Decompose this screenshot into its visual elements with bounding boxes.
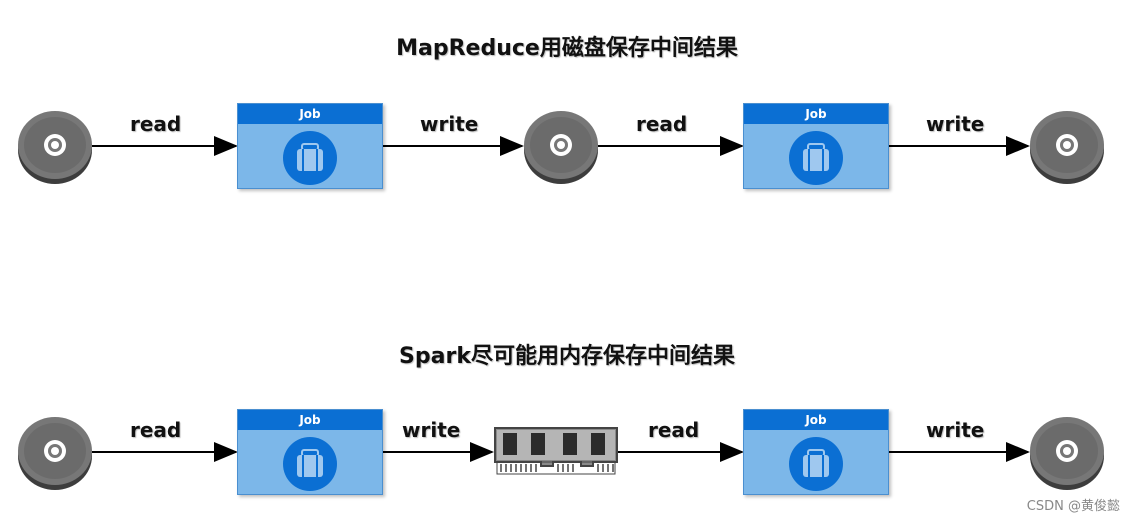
disk-icon [18, 417, 92, 490]
label-write: write [420, 112, 479, 136]
label-write: write [926, 112, 985, 136]
job-box: Job [237, 409, 383, 495]
briefcase-icon [789, 131, 843, 185]
job-box: Job [743, 103, 889, 189]
watermark: CSDN @黄俊懿 [1026, 499, 1120, 514]
mapreduce-title: MapReduce用磁盘保存中间结果 [396, 36, 738, 61]
memory-module-icon [494, 427, 618, 475]
spark-title: Spark尽可能用内存保存中间结果 [399, 344, 735, 369]
briefcase-icon [789, 437, 843, 491]
label-read: read [636, 112, 688, 136]
label-read: read [130, 418, 182, 442]
label-read: read [130, 112, 182, 136]
briefcase-icon [283, 437, 337, 491]
label-write: write [926, 418, 985, 442]
job-box: Job [237, 103, 383, 189]
label-read: read [648, 418, 700, 442]
disk-icon [1030, 111, 1104, 184]
job-header: Job [744, 410, 888, 430]
disk-icon [1030, 417, 1104, 490]
disk-icon [18, 111, 92, 184]
job-header: Job [238, 104, 382, 124]
job-header: Job [238, 410, 382, 430]
job-box: Job [743, 409, 889, 495]
disk-icon [524, 111, 598, 184]
briefcase-icon [283, 131, 337, 185]
job-header: Job [744, 104, 888, 124]
label-write: write [402, 418, 461, 442]
